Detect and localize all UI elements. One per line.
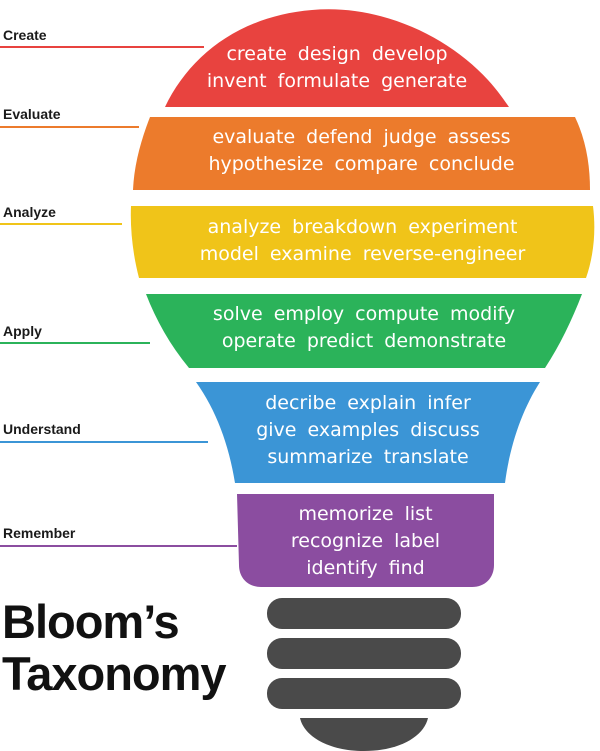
verb-line: model examine reverse-engineer	[199, 243, 526, 265]
verb-line: create design develop	[226, 43, 448, 65]
title-line-1: Bloom’s	[2, 595, 180, 648]
verbs-analyze: analyze breakdown experiment model exami…	[131, 214, 594, 268]
level-label-create: Create	[3, 27, 47, 43]
leader-line-understand	[0, 441, 208, 443]
band-remember	[237, 494, 494, 587]
verb-line: invent formulate generate	[206, 70, 468, 92]
band-create	[165, 9, 509, 108]
verb-line: evaluate defend judge assess	[212, 126, 511, 148]
level-label-remember: Remember	[3, 525, 76, 541]
verb-line: recognize label	[290, 530, 441, 552]
band-understand	[196, 382, 540, 483]
leader-line-create	[0, 46, 204, 48]
verbs-remember: memorize list recognize label identify f…	[237, 501, 494, 582]
leader-line-analyze	[0, 223, 122, 225]
base-thread-1	[267, 598, 461, 629]
base-tip	[300, 718, 428, 751]
level-label-analyze: Analyze	[3, 204, 56, 220]
verb-line: decribe explain infer	[265, 392, 471, 414]
verbs-create: create design develop invent formulate g…	[165, 41, 509, 95]
title-line-2: Taxonomy	[2, 647, 227, 700]
verb-line: memorize list	[298, 503, 433, 525]
leader-line-remember	[0, 545, 237, 547]
verbs-understand: decribe explain infer give examples disc…	[196, 390, 540, 471]
diagram-title: Bloom’s Taxonomy	[2, 595, 227, 700]
verb-line: give examples discuss	[256, 419, 480, 441]
verb-line: summarize translate	[267, 446, 469, 468]
verb-line: operate predict demonstrate	[221, 330, 507, 352]
level-label-understand: Understand	[3, 421, 81, 437]
level-label-evaluate: Evaluate	[3, 106, 61, 122]
verb-line: hypothesize compare conclude	[208, 153, 515, 175]
verbs-evaluate: evaluate defend judge assess hypothesize…	[133, 124, 590, 178]
base-thread-2	[267, 638, 461, 669]
leader-line-evaluate	[0, 126, 139, 128]
verb-line: analyze breakdown experiment	[207, 216, 518, 238]
base-thread-3	[267, 678, 461, 709]
verb-line: solve employ compute modify	[212, 303, 516, 325]
leader-line-apply	[0, 342, 150, 344]
verb-line: identify find	[306, 557, 425, 579]
band-analyze	[130, 206, 595, 278]
band-evaluate	[133, 117, 590, 190]
band-apply	[146, 294, 582, 368]
level-label-apply: Apply	[3, 323, 42, 339]
verbs-apply: solve employ compute modify operate pred…	[146, 301, 582, 355]
